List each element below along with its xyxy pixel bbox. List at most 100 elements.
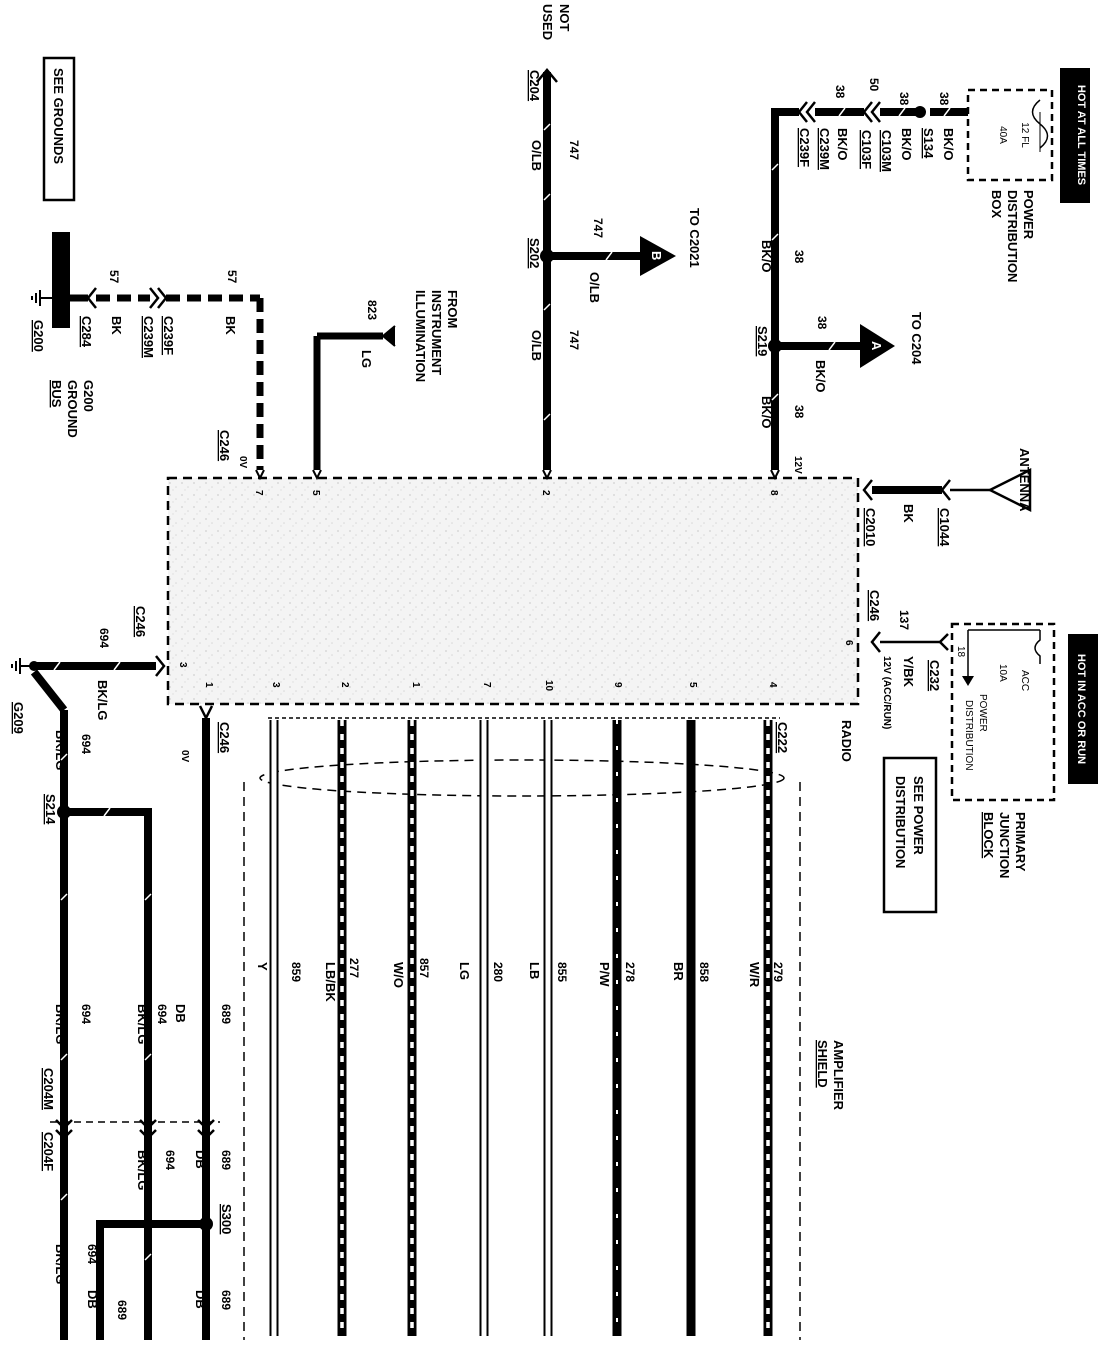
pin-3-bottom: 3 [270,682,281,688]
label-57-b: 57 [225,270,239,284]
to-c2021-label: TO C2021 [687,208,702,268]
radio-unit: RADIO 7 5 2 8 6 4 5 9 10 7 1 2 3 1 3 [166,469,860,762]
label-694-b: 694 [79,734,93,754]
label-bk-antenna: BK [901,504,916,523]
pdb-title-2: DISTRIBUTION [1005,190,1020,282]
label-db-d: DB [85,1290,100,1309]
wire-280-color: LG [457,962,472,980]
not-used-1: NOT [557,4,572,32]
circuit-823: FROM INSTRUMENT ILLUMINATION 823 LG [313,290,460,470]
ground-g209-label: G209 [11,702,26,734]
pjb-fuse-id: 18 [955,646,966,658]
pin-9-bottom: 9 [612,682,623,688]
label-0v-b: 0V [179,750,190,763]
connector-c232-label: C232 [927,660,942,691]
label-12v: 12V [792,456,803,474]
see-power-dist-1: SEE POWER [911,776,926,855]
label-747-a: 747 [567,140,581,160]
hot-at-all-times-label: HOT AT ALL TIMES [1075,85,1087,185]
label-bklg-e: BK/LG [135,1150,150,1190]
label-689-c: 689 [219,1290,233,1310]
pin-8-top: 8 [768,490,779,496]
pjb-title-3: BLOCK [981,812,996,859]
label-12v-accrun: 12V (ACC/RUN) [881,656,892,729]
pjb-fuse-rating: 10A [997,664,1008,682]
label-bk-57a: BK [109,316,124,335]
label-bko-d: BK/O [759,240,774,273]
label-38-d: 38 [792,250,806,264]
label-bklg-b: BK/LG [53,730,68,770]
from-instrument-3: ILLUMINATION [413,290,428,382]
connector-c239m-label: C239M [817,128,832,170]
hot-acc-run-label: HOT IN ACC OR RUN [1075,654,1087,764]
splice-s214-label: S214 [43,794,58,825]
connector-c2010-label: C2010 [863,508,878,546]
wire-278-circuit: 278 [623,962,637,982]
pin-5-bottom: 5 [687,682,698,688]
connector-c204m-label: C204M [41,1068,56,1110]
pin-7-bottom: 7 [481,682,492,688]
connector-c246-label-d: C246 [217,722,232,753]
label-823: 823 [365,300,379,320]
circuit-747: NOT USED C204 747 O/LB S202 B TO C2021 7… [527,4,702,470]
antenna-label: ANTENNA [1017,448,1032,512]
pin-10-bottom: 10 [543,680,554,692]
label-694-f: 694 [85,1244,99,1264]
pin-1-left: 1 [203,682,214,688]
pjb-feed-2: DISTRIBUTION [963,700,974,771]
to-c204-arrow-letter: A [869,341,884,351]
amplifier-harness: C222 AMPLIFIER SHIELD [243,717,846,1340]
label-38-b: 38 [897,92,911,106]
amplifier-shield-1: AMPLIFIER [831,1040,846,1111]
label-689-b: 689 [219,1150,233,1170]
label-38-a: 38 [937,92,951,106]
pjb-feed-1: POWER [977,694,988,732]
label-689-a: 689 [219,1004,233,1024]
primary-junction-block: HOT IN ACC OR RUN ACC 10A 18 POWER DISTR… [867,590,1098,914]
label-bk-57b: BK [223,316,238,335]
connector-c103m-label: C103M [879,130,894,172]
label-bko-f: BK/O [759,396,774,429]
to-c204-label: TO C204 [909,312,924,365]
pin-3-left: 3 [177,662,188,668]
see-power-distribution-box [882,756,938,914]
ground-bus-1: G200 [81,380,96,412]
connector-c222-label: C222 [775,722,790,753]
label-db-c: DB [193,1290,208,1309]
connector-c246-label-b: C246 [867,590,882,621]
wire-858-color: BR [671,962,686,981]
to-c2021-arrow-letter: B [649,251,664,260]
wire-858-circuit: 858 [697,962,711,982]
pin-2-top: 2 [540,490,551,496]
wire-278-color: P/W [597,962,612,987]
antenna-icon [987,467,1032,513]
label-747-c: 747 [567,330,581,350]
pjb-fuse-symbol [1034,630,1041,664]
label-bklg-f: BK/LG [53,1244,68,1284]
wire-279-color: W/R [747,962,762,988]
harness-labels: 279 W/R 858 BR 278 P/W 855 LB 280 LG 857… [255,958,785,1002]
label-50: 50 [867,78,881,92]
power-distribution-box: HOT AT ALL TIMES 12 FL 40A POWER DISTRIB… [966,68,1090,282]
radio-label: RADIO [839,720,854,762]
see-power-dist-2: DISTRIBUTION [893,776,908,868]
from-instrument-1: FROM [445,290,460,328]
see-grounds-label: SEE GROUNDS [51,68,66,164]
splice-s202-label: S202 [527,238,542,268]
label-bklg-c: BK/LG [135,1004,150,1044]
connector-c239m-label-2: C239M [141,316,156,358]
ground-bus-2: GROUND [65,380,80,438]
label-db-a: DB [173,1004,188,1023]
not-used-2: USED [540,4,555,40]
label-ybk: Y/BK [901,656,916,688]
ground-694-section: C246 G209 694 BK/LG 694 BK/LG S214 DB 69… [11,606,234,1340]
connector-c246-label-a: C246 [217,430,232,461]
pin-7-top: 7 [253,490,264,496]
pdb-fuse-id: 12 FL [1019,122,1030,148]
label-bko-b: BK/O [899,128,914,161]
label-0v-a: 0V [237,456,248,469]
connector-c246-label-c: C246 [133,606,148,637]
wire-859-circuit: 859 [289,962,303,982]
label-137: 137 [897,610,911,630]
to-c2021-arrow [640,236,676,276]
